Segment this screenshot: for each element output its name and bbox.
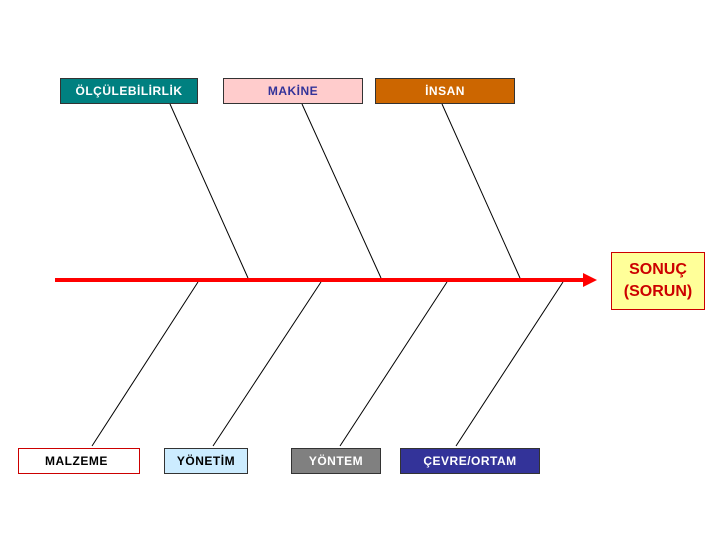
category-makine: MAKİNE [223,78,363,104]
bone-yonetim [212,281,322,447]
result-title: SONUÇ [629,261,687,278]
bone-olculebilirlik [169,103,249,279]
category-insan: İNSAN [375,78,515,104]
bone-makine [301,103,382,279]
spine-arrow-head [583,273,597,287]
category-olculebilirlik: ÖLÇÜLEBİLİRLİK [60,78,198,104]
bone-insan [441,103,521,279]
category-insan-label: İNSAN [425,84,465,98]
category-makine-label: MAKİNE [267,84,319,98]
category-cevre: ÇEVRE/ORTAM [400,448,540,474]
category-cevre-label: ÇEVRE/ORTAM [423,454,517,468]
category-olculebilirlik-label: ÖLÇÜLEBİLİRLİK [75,84,183,98]
bone-yontem [339,281,448,447]
category-yonetim-label: YÖNETİM [176,454,236,468]
category-yontem: YÖNTEM [291,448,381,474]
bone-cevre [455,281,564,447]
category-yontem-label: YÖNTEM [308,454,364,468]
result-subtitle: (SORUN) [623,283,693,300]
result-box: SONUÇ (SORUN) [611,252,705,310]
category-malzeme-label: MALZEME [45,454,108,468]
bone-malzeme [91,281,199,447]
category-malzeme: MALZEME [18,448,140,474]
category-yonetim: YÖNETİM [164,448,248,474]
